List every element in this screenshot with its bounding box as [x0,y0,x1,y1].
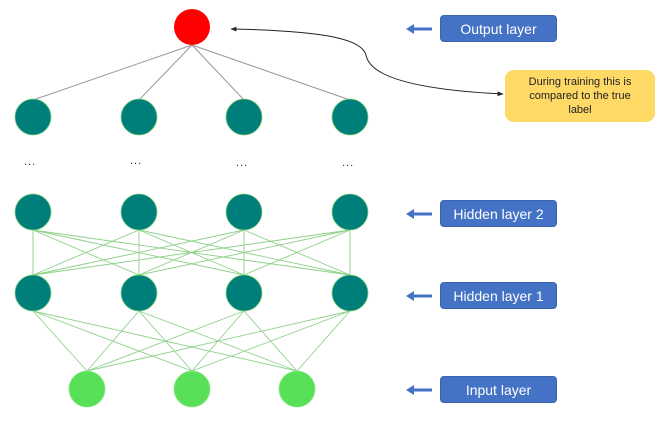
edges-group [32,44,351,372]
hidden-layer-2-label: Hidden layer 2 [440,200,557,227]
edge-input-hidden1 [138,310,298,372]
input-node-3 [278,370,316,408]
edge-input-hidden1 [32,310,88,372]
input-layer-arrow-icon [406,385,432,395]
edge-hidden1-hidden2 [32,229,351,276]
output-layer-arrow-icon [406,24,432,34]
edge-hidden_top-output [138,44,193,101]
edge-hidden_top-output [32,44,193,101]
hidden-layer-1-arrow-icon [406,291,432,301]
hidden2-node-2 [120,193,158,231]
hidden_top-node-1 [14,98,52,136]
edge-hidden_top-output [191,44,245,101]
hidden1-node-4 [331,274,369,312]
edge-input-hidden1 [32,310,298,372]
ellipsis-2: ... [130,155,143,167]
input-layer-label: Input layer [440,376,557,403]
input-node-2 [173,370,211,408]
edge-hidden1-hidden2 [32,229,245,276]
output-node-1 [174,9,210,45]
edge-hidden1-hidden2 [243,229,351,276]
hidden-layer-2-arrow-icon [406,209,432,219]
edge-input-hidden1 [32,310,193,372]
ellipsis-1: ... [24,156,37,168]
hidden1-node-3 [225,274,263,312]
hidden2-node-3 [225,193,263,231]
hidden_top-node-2 [120,98,158,136]
ellipsis-4: ... [342,157,355,169]
output-layer-label: Output layer [440,15,557,42]
hidden1-node-2 [120,274,158,312]
hidden_top-node-3 [225,98,263,136]
hidden1-node-1 [14,274,52,312]
note-connector-arrow [230,26,504,97]
edge-input-hidden1 [296,310,351,372]
edge-hidden_top-output [191,44,351,101]
training-note: During training this is compared to the … [505,70,655,122]
hidden2-node-1 [14,193,52,231]
edge-hidden1-hidden2 [32,229,140,276]
hidden_top-node-4 [331,98,369,136]
ellipsis-3: ... [236,157,249,169]
edge-input-hidden1 [243,310,298,372]
input-node-1 [68,370,106,408]
nodes-group [14,9,369,408]
hidden-layer-1-label: Hidden layer 1 [440,282,557,309]
hidden2-node-4 [331,193,369,231]
edge-hidden1-hidden2 [138,229,351,276]
